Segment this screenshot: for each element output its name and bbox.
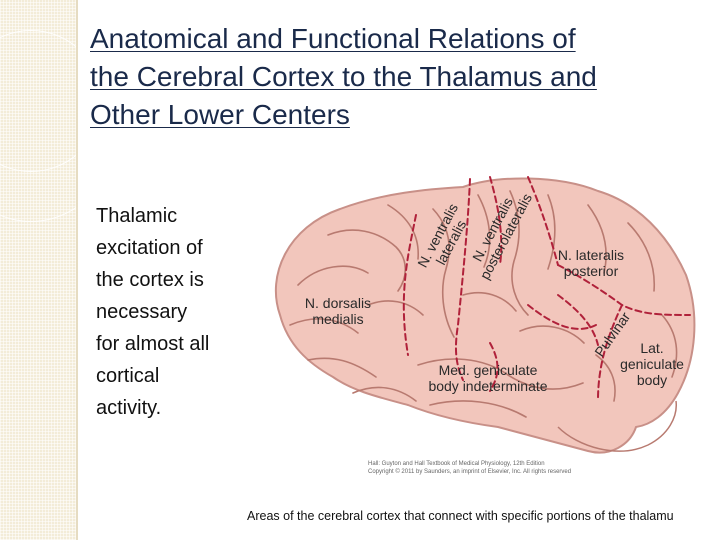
credit-line: Hall: Guyton and Hall Textbook of Medica… bbox=[368, 461, 545, 467]
label-lat-geniculate-body: Lat. geniculate body bbox=[610, 340, 694, 388]
brain-outline bbox=[274, 177, 696, 454]
bullet-line: for almost all bbox=[96, 333, 210, 355]
label-line: N. dorsalis bbox=[304, 295, 372, 311]
sidebar-arc-decoration bbox=[0, 0, 78, 222]
lower-lobe bbox=[557, 400, 677, 452]
title-line: Anatomical and Functional Relations of bbox=[90, 23, 576, 54]
brain-figure: N. dorsalis medialis N. ventralis latera… bbox=[258, 165, 698, 465]
label-line: body indeterminate bbox=[428, 378, 548, 394]
figure-caption: Areas of the cerebral cortex that connec… bbox=[247, 509, 674, 523]
bullet-text: Thalamic excitation of the cortex is nec… bbox=[96, 200, 246, 424]
label-line: medialis bbox=[312, 311, 364, 327]
title-line: Other Lower Centers bbox=[90, 99, 350, 130]
label-line: N. lateralis bbox=[557, 247, 625, 263]
sidebar-edge bbox=[76, 0, 78, 540]
label-n-lateralis-posterior: N. lateralis posterior bbox=[546, 247, 636, 279]
label-med-geniculate-body: Med. geniculate body indeterminate bbox=[408, 362, 568, 394]
sulci bbox=[289, 190, 678, 418]
label-line: body bbox=[636, 372, 668, 388]
region-boundaries bbox=[402, 176, 691, 401]
figure-credit: Hall: Guyton and Hall Textbook of Medica… bbox=[368, 460, 608, 476]
label-n-dorsalis-medialis: N. dorsalis medialis bbox=[288, 295, 388, 327]
bullet-line: Thalamic bbox=[96, 205, 178, 227]
bullet-line: excitation of bbox=[96, 237, 203, 259]
slide-title: Anatomical and Functional Relations of t… bbox=[90, 20, 690, 134]
decorative-sidebar bbox=[0, 0, 78, 540]
label-line: Lat. bbox=[640, 340, 664, 356]
label-line: Med. geniculate bbox=[438, 362, 538, 378]
bullet-line: the cortex is bbox=[96, 269, 204, 291]
brain-illustration bbox=[274, 176, 696, 454]
label-line: geniculate bbox=[620, 356, 684, 372]
title-line: the Cerebral Cortex to the Thalamus and bbox=[90, 61, 597, 92]
bullet-line: necessary bbox=[96, 301, 188, 323]
bullet-line: cortical bbox=[96, 365, 160, 387]
bullet-line: activity. bbox=[96, 397, 162, 419]
credit-line: Copyright © 2011 by Saunders, an imprint… bbox=[368, 469, 572, 475]
label-line: posterior bbox=[563, 263, 619, 279]
